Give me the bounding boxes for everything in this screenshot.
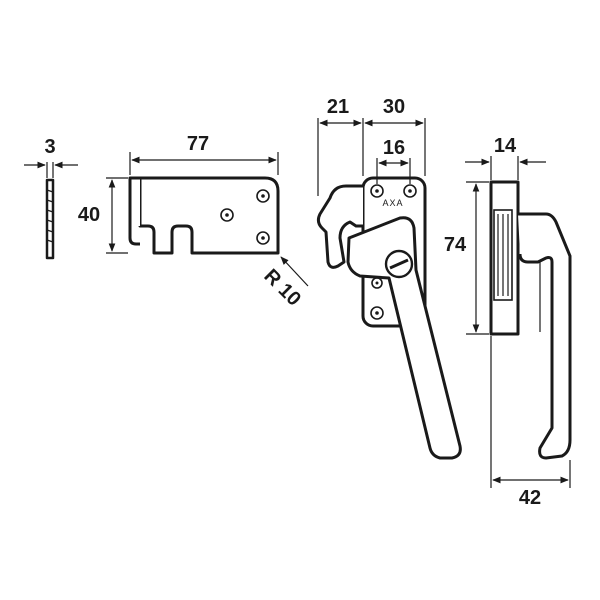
dim-label-plate-width: 77 <box>187 133 209 155</box>
screw-icon <box>371 277 383 289</box>
dim-label-screw-spacing: 16 <box>383 137 405 159</box>
screw-icon <box>403 184 417 198</box>
dim-label-side-projection: 42 <box>519 487 541 509</box>
dim-label-side-depth: 14 <box>494 135 517 157</box>
dimension-plate-height: 40 <box>78 177 128 254</box>
screw-icon <box>256 189 270 203</box>
slotted-screw-icon <box>384 249 414 279</box>
dim-label-plate-height: 40 <box>78 204 100 226</box>
screw-icon <box>370 306 384 320</box>
dimension-hook-offset: 21 <box>317 96 362 196</box>
strike-plate <box>128 176 280 255</box>
dimension-base-width: 30 <box>362 96 426 176</box>
dimension-side-projection: 42 <box>490 336 571 509</box>
dim-label-base-width: 30 <box>383 96 405 118</box>
dim-label-radius: R 10 <box>260 265 305 310</box>
dimension-screw-spacing: 16 <box>376 137 411 184</box>
dimension-plate-width: 77 <box>129 133 279 175</box>
dim-label-handle-height: 74 <box>444 234 467 256</box>
dimension-radius: R 10 <box>260 256 309 310</box>
screw-icon <box>256 231 270 245</box>
axa-logo-text: AXA <box>382 198 403 208</box>
dim-label-hook-offset: 21 <box>327 96 349 118</box>
dimension-strip-thickness: 3 <box>24 136 78 178</box>
strip-part <box>45 178 55 260</box>
dim-label-strip: 3 <box>44 136 55 158</box>
dimension-side-depth: 14 <box>465 135 546 180</box>
handle-lever <box>346 216 462 460</box>
screw-icon <box>220 208 234 222</box>
hook-part <box>316 184 363 269</box>
dimension-handle-height: 74 <box>444 181 489 335</box>
screw-icon <box>370 184 384 198</box>
side-view-part <box>489 180 572 460</box>
